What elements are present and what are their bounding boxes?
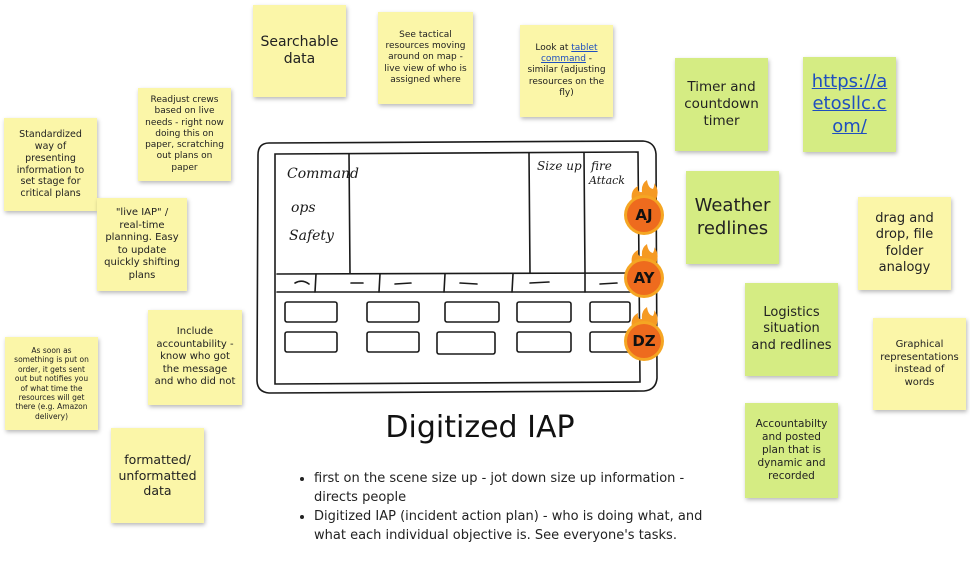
cell-7 bbox=[366, 331, 420, 353]
note-amazon-delivery[interactable]: As soon as something is put on order, it… bbox=[5, 337, 98, 430]
note-text-prefix: Look at bbox=[535, 42, 572, 53]
cell-4 bbox=[516, 301, 572, 323]
note-include-accountability[interactable]: Include accountability - know who got th… bbox=[148, 310, 242, 405]
note-text: Timer and countdown timer bbox=[684, 79, 759, 129]
tablet-command-link[interactable]: tablet command bbox=[540, 42, 598, 65]
flame-icon bbox=[631, 180, 658, 200]
scribble-6 bbox=[599, 282, 618, 285]
scribble-4 bbox=[459, 282, 478, 285]
grid-divider-1 bbox=[348, 153, 351, 274]
note-tablet-command[interactable]: Look at tablet command - similar (adjust… bbox=[520, 25, 613, 117]
note-accountabilty-posted[interactable]: Accountabilty and posted plan that is dy… bbox=[745, 403, 838, 498]
note-text: Readjust crews based on live needs - rig… bbox=[145, 95, 224, 173]
grid-horizontal-1 bbox=[276, 272, 640, 275]
note-readjust-crews[interactable]: Readjust crews based on live needs - rig… bbox=[138, 88, 231, 181]
cell-10 bbox=[589, 331, 631, 353]
scribble-1 bbox=[294, 280, 310, 285]
scribble-5 bbox=[529, 281, 550, 284]
note-tactical-resources[interactable]: See tactical resources moving around on … bbox=[378, 12, 473, 104]
note-text: Include accountability - know who got th… bbox=[154, 326, 236, 388]
note-standardized-way[interactable]: Standardized way of presenting informati… bbox=[4, 118, 97, 211]
bullet-item: Digitized IAP (incident action plan) - w… bbox=[314, 508, 714, 546]
note-text: drag and drop, file folder analogy bbox=[875, 211, 934, 275]
note-text: Logistics situation and redlines bbox=[751, 305, 832, 353]
bullet-item: first on the scene size up - jot down si… bbox=[314, 470, 714, 508]
note-text: As soon as something is put on order, it… bbox=[14, 346, 89, 421]
sketch-label-sizeup: Size up bbox=[537, 159, 582, 173]
note-drag-and-drop[interactable]: drag and drop, file folder analogy bbox=[858, 197, 951, 290]
cell-1 bbox=[284, 301, 338, 323]
cell-2 bbox=[366, 301, 420, 323]
avatar-badge-aj[interactable]: AJ bbox=[627, 198, 661, 232]
grid-tick-4 bbox=[511, 273, 514, 293]
note-text: Searchable data bbox=[260, 33, 339, 68]
grid-tick-2 bbox=[378, 273, 381, 293]
avatar-badge-dz[interactable]: DZ bbox=[627, 324, 661, 358]
tablet-sketch: Command ops Safety Size up fire Attack bbox=[256, 140, 658, 394]
cell-3 bbox=[444, 301, 500, 323]
grid-divider-2 bbox=[528, 152, 531, 274]
grid-divider-3 bbox=[583, 152, 586, 274]
note-text: "live IAP" / real-time planning. Easy to… bbox=[104, 207, 180, 281]
sketch-label-ops: ops bbox=[291, 200, 316, 216]
sketch-label-attack: Attack bbox=[588, 174, 625, 187]
note-text: Standardized way of presenting informati… bbox=[16, 128, 85, 200]
sketch-label-safety: Safety bbox=[289, 228, 335, 244]
page-title: Digitized IAP bbox=[385, 410, 575, 445]
note-live-iap[interactable]: "live IAP" / real-time planning. Easy to… bbox=[97, 198, 187, 291]
note-timer[interactable]: Timer and countdown timer bbox=[675, 58, 768, 151]
bullet-list: first on the scene size up - jot down si… bbox=[298, 470, 714, 545]
note-formatted-data[interactable]: formatted/ unformatted data bbox=[111, 428, 204, 523]
flame-icon bbox=[631, 244, 658, 264]
aetosllc-link[interactable]: https://aetosllc.com/ bbox=[811, 70, 888, 137]
cell-6 bbox=[284, 331, 338, 353]
note-graphical-representations[interactable]: Graphical representations instead of wor… bbox=[873, 318, 966, 410]
cell-5 bbox=[589, 301, 631, 323]
tablet-outer-frame bbox=[256, 140, 658, 394]
flame-icon bbox=[631, 307, 658, 327]
note-text: formatted/ unformatted data bbox=[118, 452, 197, 499]
cell-9 bbox=[516, 331, 572, 353]
note-text: See tactical resources moving around on … bbox=[384, 29, 467, 85]
tablet-inner-frame bbox=[274, 151, 641, 385]
note-searchable-data[interactable]: Searchable data bbox=[253, 5, 346, 97]
sketch-label-command: Command bbox=[287, 166, 359, 182]
sketch-label-fire: fire bbox=[590, 159, 612, 173]
note-url[interactable]: https://aetosllc.com/ bbox=[803, 57, 896, 152]
note-text: Accountabilty and posted plan that is dy… bbox=[755, 417, 828, 483]
avatar-badge-ay[interactable]: AY bbox=[627, 261, 661, 295]
note-text-suffix: - similar (adjusting resources on the fl… bbox=[527, 54, 606, 98]
note-text: Graphical representations instead of wor… bbox=[880, 339, 959, 388]
grid-tick-3 bbox=[443, 273, 446, 293]
scribble-3 bbox=[394, 282, 412, 285]
note-text: Weather redlines bbox=[694, 195, 771, 239]
cell-8 bbox=[436, 331, 496, 355]
note-weather-redlines[interactable]: Weather redlines bbox=[686, 171, 779, 264]
note-logistics[interactable]: Logistics situation and redlines bbox=[745, 283, 838, 376]
note-text: Look at tablet command - similar (adjust… bbox=[526, 43, 607, 99]
grid-tick-1 bbox=[314, 273, 317, 293]
